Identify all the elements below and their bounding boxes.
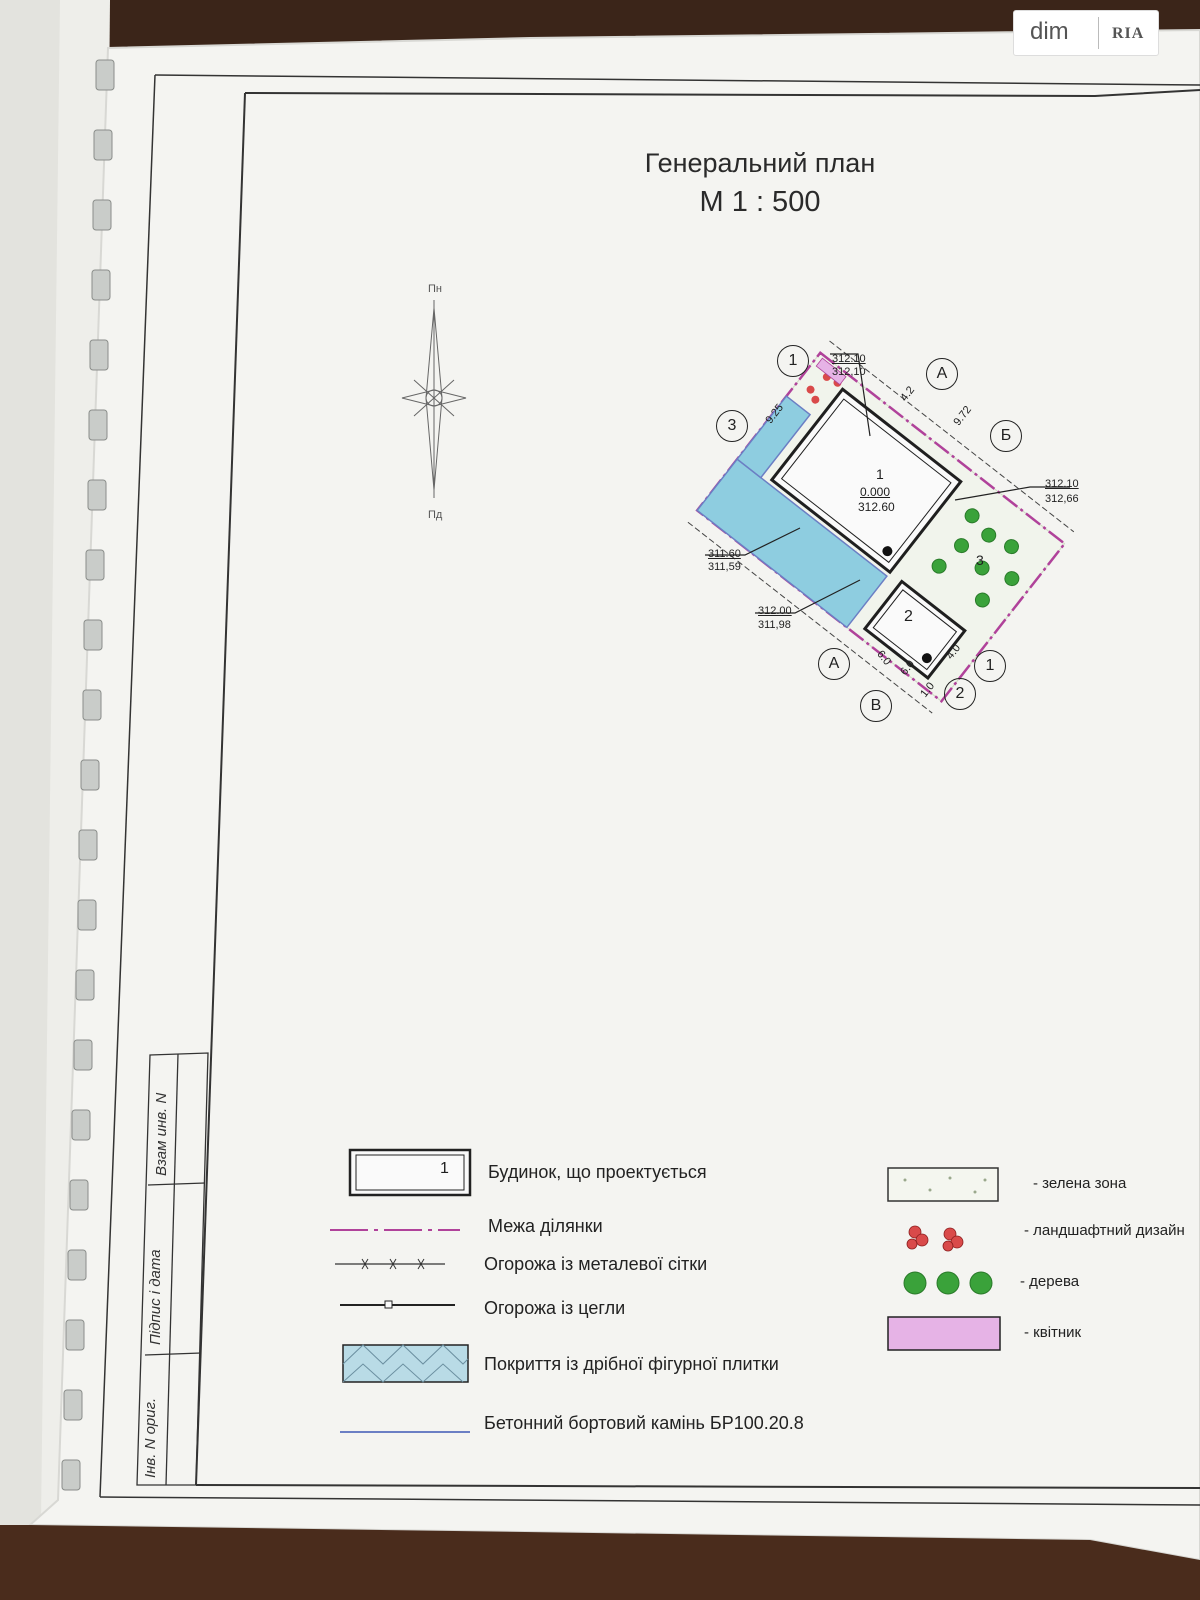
legend-symbols [330,1148,1001,1433]
north-label: Пн [428,283,442,295]
title-block-stamp [136,1052,209,1486]
mark-left-upper: 311.60 [708,548,741,560]
legend-tiles: Покриття із дрібної фігурної плитки [484,1354,779,1374]
axis-marker: 1 [974,650,1006,682]
plan-title: Генеральний план [644,148,876,178]
stamp-signature-date: Підпис і дата [147,1249,164,1345]
building-1-level: 0.000 [860,485,891,499]
mark-right-lower: 312,66 [1045,493,1079,505]
building-1-elevation: 312.60 [858,500,895,514]
dimria-watermark-logo: dim RIA [1013,10,1159,56]
legend-building-number: 1 [440,1160,449,1177]
legend-trees: - дерева [1020,1273,1080,1290]
legend-building: Будинок, що проектується [488,1162,707,1182]
axis-marker: А [818,648,850,680]
site-plan [687,340,1075,714]
legend-flowerbed: - квітник [1024,1324,1082,1341]
mark-bottom-upper: 312.00 [758,605,792,617]
axis-marker: 1 [777,345,809,377]
building-2-number: 2 [904,608,913,625]
mark-top-lower: 312,10 [832,366,866,378]
mark-top-upper: 312.10 [832,353,866,365]
legend-metal-fence: Огорожа із металевої сітки [484,1254,708,1274]
stamp-replace-inv: Взам инв. N [153,1092,170,1176]
building-1-number: 1 [876,466,884,482]
zone-3-number: 3 [976,552,984,568]
mark-left-lower: 311,59 [708,561,741,573]
mark-bottom-lower: 311,98 [758,619,791,631]
legend-brick-fence: Огорожа із цегли [484,1298,626,1318]
plan-scale: М 1 : 500 [699,186,821,218]
axis-marker: В [860,690,892,722]
watermark-brand: dim [1030,18,1069,45]
axis-marker: 3 [716,410,748,442]
legend-green-zone: - зелена зона [1033,1175,1127,1192]
watermark-brand-2: RIA [1112,25,1145,42]
axis-marker: А [926,358,958,390]
axis-marker: Б [990,420,1022,452]
south-label: Пд [428,509,443,521]
legend-curb: Бетонний бортовий камінь БР100.20.8 [484,1413,804,1433]
axis-marker: 2 [944,678,976,710]
binder-comb [61,59,115,1491]
mark-right-upper: 312.10 [1045,478,1079,490]
stamp-orig-inv: Інв. N ориг. [142,1397,159,1478]
watermark-divider [1098,17,1099,49]
legend-landscape-design: - ландшафтний дизайн [1024,1222,1185,1239]
north-arrow-graphic [401,300,467,498]
legend-boundary: Межа ділянки [488,1216,603,1236]
